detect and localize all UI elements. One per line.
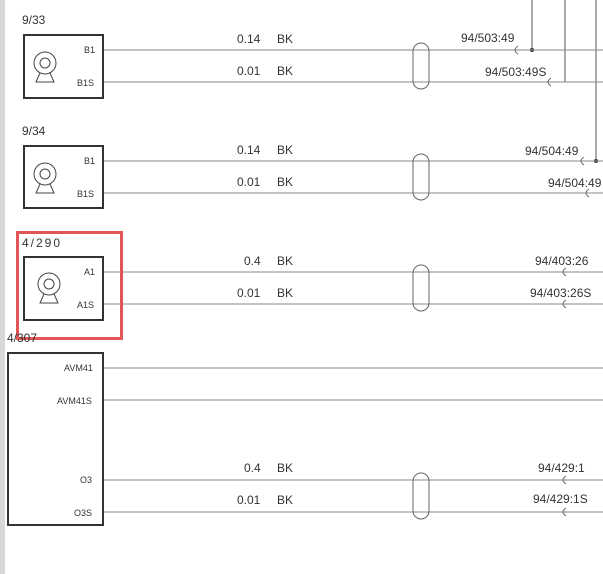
wire-destination: 94/504:49: [548, 176, 602, 190]
pin-label: A1S: [77, 300, 95, 310]
pin-label: A1: [84, 267, 96, 277]
component-id: 4/307: [7, 331, 38, 345]
wire-destination: 94/504:49: [525, 144, 579, 158]
wire-color: BK: [277, 175, 294, 189]
wire-destination: 94/403:26S: [530, 286, 592, 300]
wire-size: 0.01: [237, 175, 261, 189]
component-box: [23, 145, 104, 209]
pin-label: AVM41S: [57, 396, 92, 406]
pin-label: O3S: [74, 508, 93, 518]
connector-tick: [514, 45, 519, 55]
wire-destination: 94/403:26: [535, 254, 589, 268]
wire-size: 0.14: [237, 143, 261, 157]
wire-size: 0.4: [244, 461, 261, 475]
wire-color: BK: [277, 32, 294, 46]
component-id: 4/290: [22, 236, 63, 250]
component-box: [23, 256, 104, 321]
wire-size: 0.14: [237, 32, 261, 46]
wire-size: 0.01: [237, 64, 261, 78]
sensor-icon: [33, 51, 57, 83]
sensor-icon: [37, 272, 61, 304]
connector-tick: [562, 267, 567, 277]
wire-color: BK: [277, 286, 294, 300]
pin-label: O3: [80, 475, 93, 485]
connector-tick: [585, 188, 590, 198]
component-id: 9/34: [22, 124, 46, 138]
wire-color: BK: [277, 143, 294, 157]
selection-highlight: [16, 231, 123, 340]
component-box: [7, 352, 104, 526]
wire-size: 0.01: [237, 286, 261, 300]
pin-label: AVM41: [64, 363, 93, 373]
connector-tick: [562, 299, 567, 309]
twisted-pair-oval: [412, 153, 430, 201]
wire-destination: 94/503:49: [461, 31, 515, 45]
wire-color: BK: [277, 254, 294, 268]
twisted-pair-oval: [412, 472, 430, 520]
sensor-icon: [33, 162, 57, 194]
left-border: [0, 0, 5, 574]
wire-color: BK: [277, 64, 294, 78]
connector-tick: [547, 77, 552, 87]
wire-color: BK: [277, 493, 294, 507]
connector-tick: [562, 475, 567, 485]
pin-label: B1S: [77, 78, 95, 88]
wire-size: 0.4: [244, 254, 261, 268]
pin-label: B1: [84, 156, 96, 166]
component-id: 9/33: [22, 13, 46, 27]
wire-size: 0.01: [237, 493, 261, 507]
wire-destination: 94/429:1S: [533, 492, 588, 506]
wire-color: BK: [277, 461, 294, 475]
connector-tick: [580, 156, 585, 166]
wire-destination: 94/429:1: [538, 461, 585, 475]
component-box: [23, 34, 104, 99]
wire-destination: 94/503:49S: [485, 65, 547, 79]
twisted-pair-oval: [412, 264, 430, 312]
connector-tick: [562, 507, 567, 517]
pin-label: B1: [84, 45, 96, 55]
twisted-pair-oval: [412, 42, 430, 90]
pin-label: B1S: [77, 189, 95, 199]
